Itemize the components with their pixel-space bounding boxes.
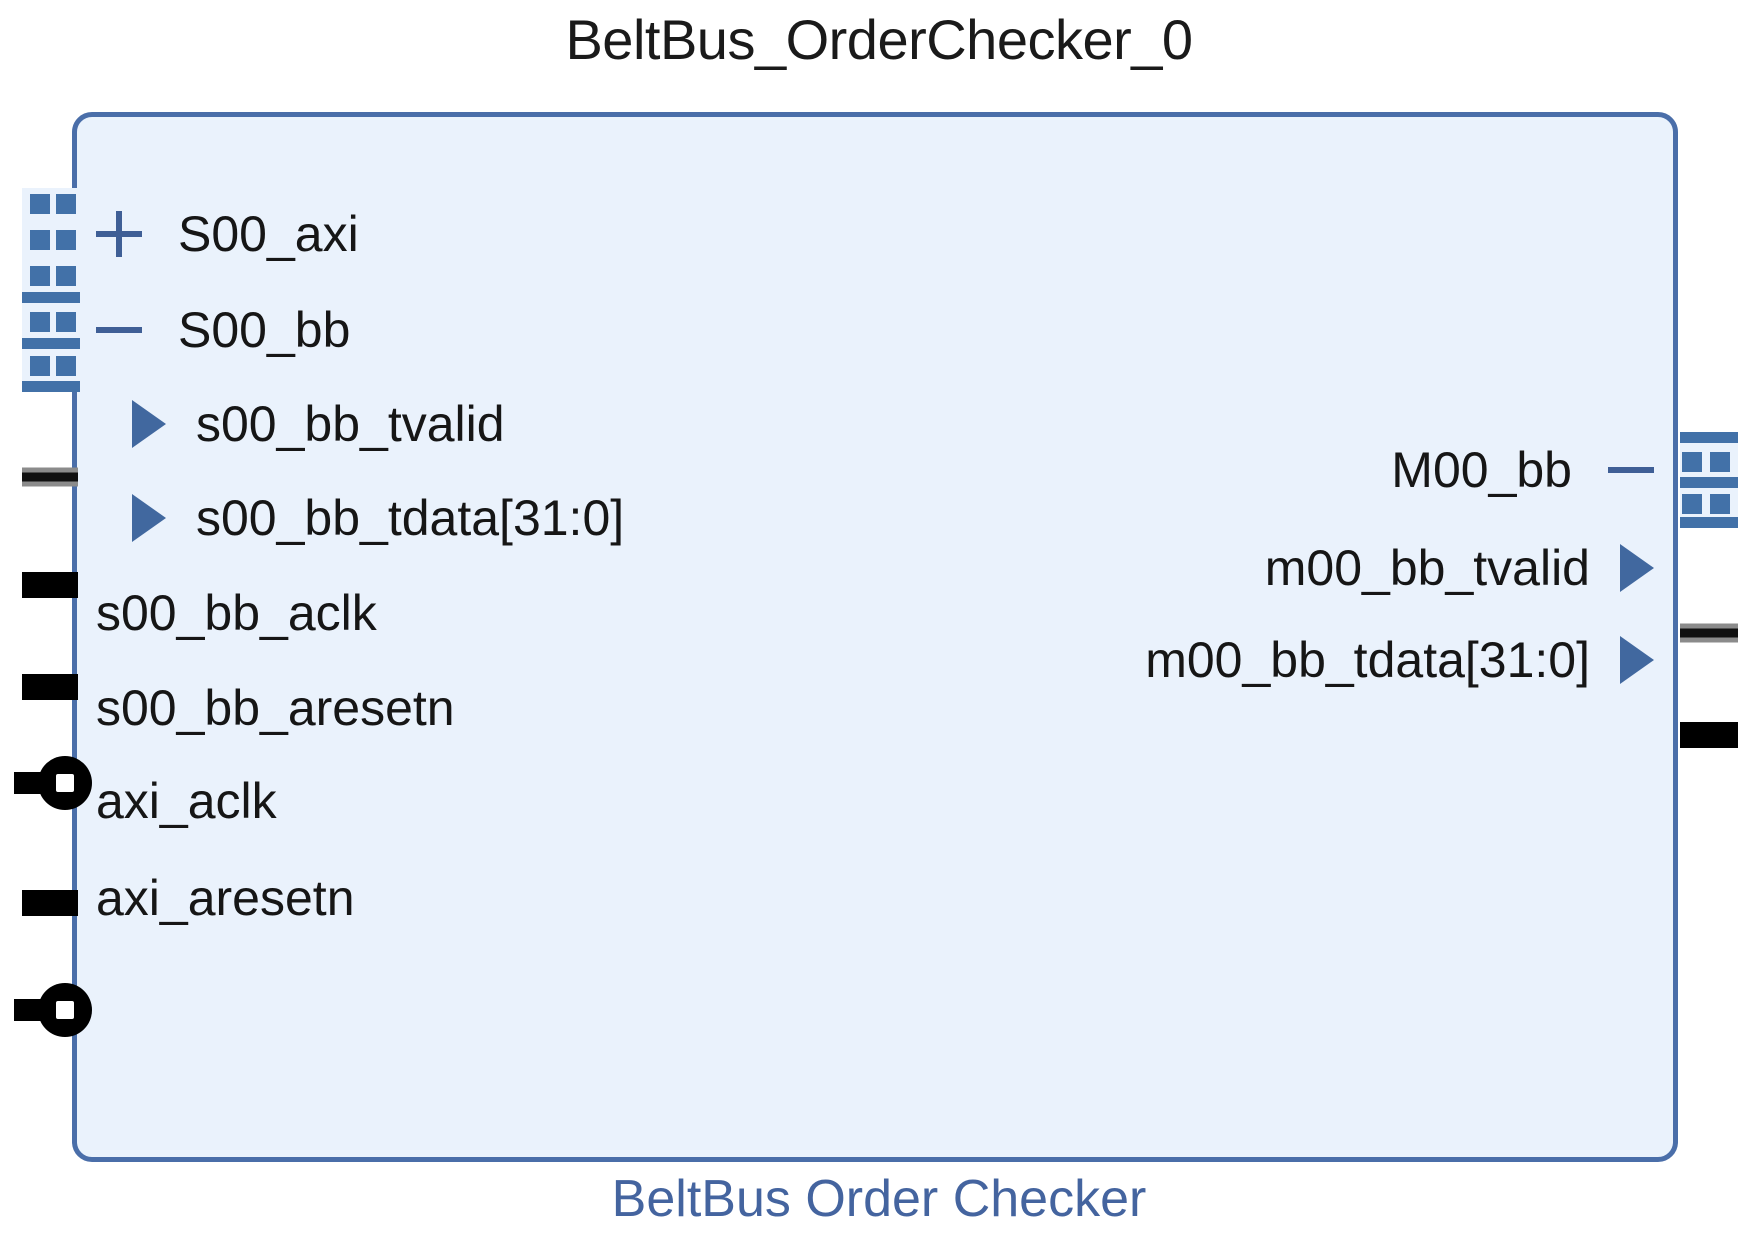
output-triangle-icon bbox=[1620, 544, 1654, 592]
port-row-axi-aclk[interactable]: axi_aclk bbox=[96, 773, 277, 829]
port-label: s00_bb_aclk bbox=[96, 585, 377, 641]
input-triangle-icon bbox=[132, 400, 166, 448]
m00-bb-bus-connector[interactable] bbox=[1680, 432, 1738, 528]
port-label: S00_bb bbox=[178, 302, 351, 358]
port-label: s00_bb_tdata[31:0] bbox=[196, 490, 625, 546]
port-label: m00_bb_tvalid bbox=[1264, 540, 1590, 596]
port-row-s00-bb-aresetn[interactable]: s00_bb_aresetn bbox=[96, 680, 455, 736]
output-triangle-icon bbox=[1620, 636, 1654, 684]
port-row-s00-bb-tdata[interactable]: s00_bb_tdata[31:0] bbox=[96, 490, 624, 546]
axi-bus-connector[interactable] bbox=[22, 188, 80, 292]
port-label: s00_bb_tvalid bbox=[196, 396, 505, 452]
minus-icon[interactable] bbox=[1608, 447, 1654, 493]
port-row-s00-axi[interactable]: S00_axi bbox=[96, 206, 359, 262]
port-label: S00_axi bbox=[178, 206, 359, 262]
minus-icon[interactable] bbox=[96, 307, 142, 353]
axi-aclk-pin[interactable] bbox=[22, 890, 78, 916]
axi-aresetn-bubble-icon bbox=[38, 983, 92, 1037]
port-label: s00_bb_aresetn bbox=[96, 680, 455, 736]
s00-bb-tvalid-pin[interactable] bbox=[22, 467, 78, 487]
ip-block-body[interactable] bbox=[72, 112, 1678, 1162]
port-row-m00-bb-tdata[interactable]: m00_bb_tdata[31:0] bbox=[1145, 632, 1654, 688]
m00-bb-tvalid-pin[interactable] bbox=[1680, 623, 1738, 643]
s00-bb-tdata-pin[interactable] bbox=[22, 572, 78, 598]
port-label: M00_bb bbox=[1391, 442, 1572, 498]
port-label: m00_bb_tdata[31:0] bbox=[1145, 632, 1590, 688]
m00-bb-tdata-pin[interactable] bbox=[1680, 722, 1738, 748]
port-row-m00-bb[interactable]: M00_bb bbox=[1391, 442, 1654, 498]
block-caption: BeltBus Order Checker bbox=[611, 1170, 1147, 1228]
s00-bb-aclk-pin[interactable] bbox=[22, 674, 78, 700]
port-row-m00-bb-tvalid[interactable]: m00_bb_tvalid bbox=[1265, 540, 1654, 596]
bb-bus-connector[interactable] bbox=[22, 292, 80, 392]
port-label: axi_aresetn bbox=[96, 870, 355, 926]
s00-bb-aresetn-bubble-icon bbox=[38, 756, 92, 810]
port-row-s00-bb-tvalid[interactable]: s00_bb_tvalid bbox=[96, 396, 505, 452]
port-row-axi-aresetn[interactable]: axi_aresetn bbox=[96, 870, 355, 926]
input-triangle-icon bbox=[132, 494, 166, 542]
page-title: BeltBus_OrderChecker_0 bbox=[565, 8, 1193, 71]
port-label: axi_aclk bbox=[96, 773, 277, 829]
plus-icon[interactable] bbox=[96, 211, 142, 257]
port-row-s00-bb-aclk[interactable]: s00_bb_aclk bbox=[96, 585, 377, 641]
port-row-s00-bb[interactable]: S00_bb bbox=[96, 302, 350, 358]
